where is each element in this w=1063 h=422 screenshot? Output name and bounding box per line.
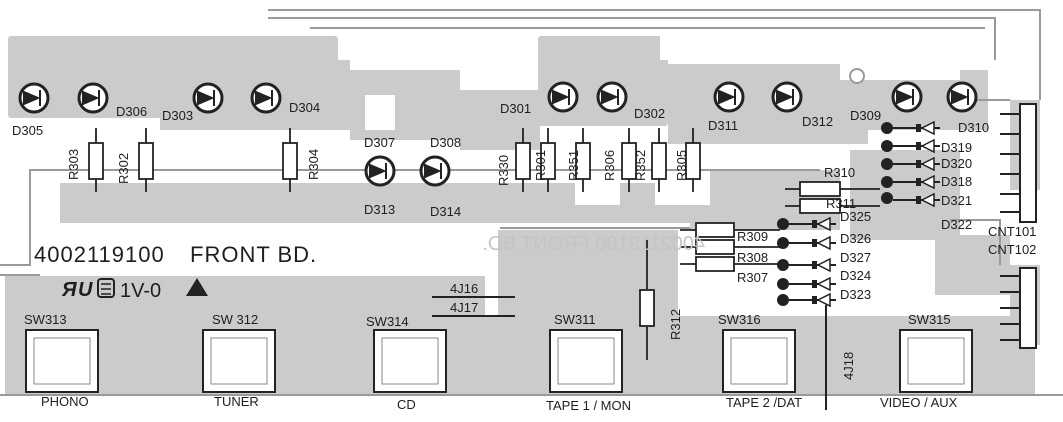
- diode-d303: D303: [162, 82, 224, 123]
- copper-layer: [5, 36, 1040, 394]
- switch-function-label: TUNER: [214, 394, 259, 409]
- resistors-vertical: [88, 128, 701, 360]
- d307-label: D307: [364, 135, 395, 150]
- switch-sw315[interactable]: SW315 VIDEO / AUX: [880, 312, 973, 410]
- d309-label: D309: [850, 108, 881, 123]
- diode-d306: D306: [77, 82, 147, 119]
- d306-label: D306: [116, 104, 147, 119]
- svg-text:Я: Я: [61, 279, 77, 301]
- r305-label: R305: [674, 150, 689, 181]
- resistors-horizontal: [680, 181, 880, 272]
- svg-text:U: U: [78, 279, 93, 301]
- switch-ref-label: SW315: [908, 312, 951, 327]
- d308-label: D308: [430, 135, 461, 150]
- switch-sw314[interactable]: SW314 CD: [366, 314, 447, 412]
- d324-label: D324: [840, 268, 871, 283]
- d327-label: D327: [840, 250, 871, 265]
- r306-label: R306: [602, 150, 617, 181]
- r309-label: R309: [737, 229, 768, 244]
- part-number: 4002119100: [34, 242, 165, 267]
- ul-recognition-mark: Я U: [61, 278, 115, 301]
- d303-label: D303: [162, 108, 193, 123]
- board-name: FRONT BD.: [190, 242, 317, 267]
- switch-sw316[interactable]: SW316 TAPE 2 /DAT: [718, 312, 802, 410]
- warning-triangle-icon: [186, 278, 208, 296]
- d319-label: D319: [941, 140, 972, 155]
- diode-d312: D312: [771, 81, 833, 129]
- d320-label: D320: [941, 156, 972, 171]
- switch-function-label: CD: [397, 397, 416, 412]
- switch-sw311[interactable]: SW311 TAPE 1 / MON: [546, 312, 631, 413]
- jumper-4j16-label: 4J16: [450, 281, 478, 296]
- jumper-4j18-label: 4J18: [841, 352, 856, 380]
- switch-function-label: TAPE 2 /DAT: [726, 395, 802, 410]
- r308-label: R308: [737, 250, 768, 265]
- switch-ref-label: SW 312: [212, 312, 258, 327]
- r304-label: R304: [306, 149, 321, 180]
- d313-label: D313: [364, 202, 395, 217]
- d311-label: D311: [708, 118, 738, 133]
- d321-label: D321: [941, 193, 972, 208]
- d302-label: D302: [634, 106, 665, 121]
- switch-function-label: TAPE 1 / MON: [546, 398, 631, 413]
- connector-cnt101: [1000, 103, 1037, 223]
- switch-sw313[interactable]: SW313 PHONO: [24, 312, 99, 409]
- r310-label: R310: [824, 165, 855, 180]
- jumper-4j17-label: 4J17: [450, 300, 478, 315]
- d323-label: D323: [840, 287, 871, 302]
- d305-label: D305: [12, 123, 43, 138]
- diode-d311: D311: [708, 81, 745, 133]
- r302-label: R302: [116, 153, 131, 184]
- r307-label: R307: [737, 270, 768, 285]
- ghost-mirror-text: 4002119100 FRONT BD.: [482, 233, 705, 255]
- cnt102-label: CNT102: [988, 242, 1036, 257]
- diode-d305: D305: [12, 82, 50, 138]
- r351-label: R351: [566, 150, 581, 181]
- switch-ref-label: SW311: [554, 312, 596, 327]
- switch-ref-label: SW316: [718, 312, 761, 327]
- connector-cnt102: [1000, 267, 1037, 349]
- r311-label: R311: [826, 196, 856, 211]
- diode-d302: D302: [596, 81, 665, 121]
- d318-label: D318: [941, 174, 972, 189]
- diode-stack-lower: [777, 216, 836, 308]
- switch-function-label: VIDEO / AUX: [880, 395, 958, 410]
- d301-label: D301: [500, 101, 531, 116]
- r312-label: R312: [668, 309, 683, 340]
- diode-d309: D309: [850, 81, 923, 123]
- diode-d301: D301: [500, 81, 579, 116]
- flammability-rating: 1V-0: [120, 280, 161, 302]
- switch-ref-label: SW314: [366, 314, 409, 329]
- switch-ref-label: SW313: [24, 312, 67, 327]
- cnt101-label: CNT101: [988, 224, 1036, 239]
- d326-label: D326: [840, 231, 871, 246]
- d312-label: D312: [802, 114, 833, 129]
- d322-label: D322: [941, 217, 972, 232]
- r301-label: R301: [533, 150, 548, 181]
- diode-stack-upper: [881, 120, 940, 208]
- r352-label: R352: [633, 150, 648, 181]
- d304-label: D304: [289, 100, 320, 115]
- d310-label: D310: [958, 120, 989, 135]
- r330-label: R330: [496, 155, 511, 186]
- r303-label: R303: [66, 149, 81, 180]
- d325-label: D325: [840, 209, 871, 224]
- switch-sw312[interactable]: SW 312 TUNER: [202, 312, 276, 409]
- diode-d304: D304: [250, 82, 320, 115]
- jumpers: [432, 296, 827, 410]
- d314-label: D314: [430, 204, 461, 219]
- diode-d310: D310: [946, 81, 989, 135]
- switch-function-label: PHONO: [41, 394, 89, 409]
